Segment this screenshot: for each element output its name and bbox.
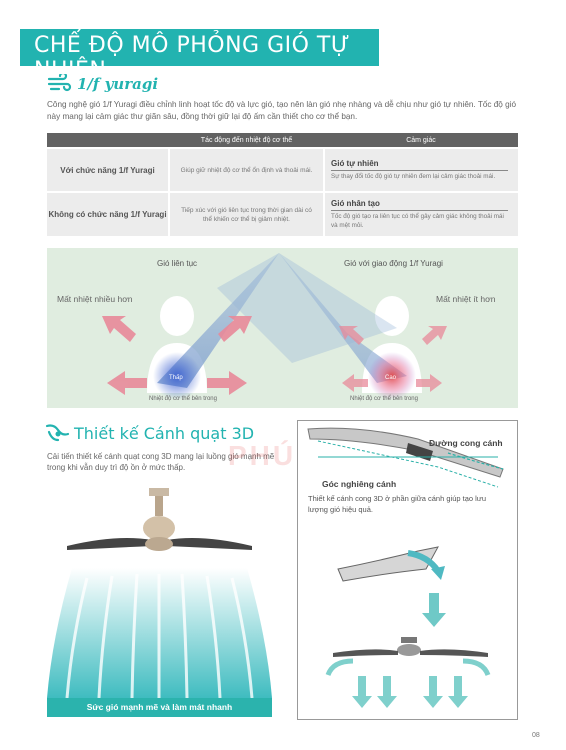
feel-desc: Tốc độ gió tạo ra liên tục có thể gây cả… (331, 213, 504, 229)
yuragi-header: 1/f yuragi (47, 73, 158, 95)
sim-right-loss: Mất nhiệt ít hơn (436, 294, 496, 304)
heat-loss-arrows-left (102, 316, 252, 395)
blade-description: Thiết kế cánh cong 3D ở phần giữa cánh g… (308, 494, 486, 514)
sim-left-temp: Thấp (169, 375, 183, 381)
feel-desc: Sự thay đổi tốc độ gió tự nhiên đem lại … (331, 172, 496, 180)
page-title: CHẾ ĐỘ MÔ PHỎNG GIÓ TỰ NHIÊN (34, 33, 351, 83)
blade-detail-box: Đường cong cánh Góc nghiêng cánh (297, 420, 518, 720)
sim-left-caption: Nhiệt độ cơ thể bên trong (149, 396, 217, 402)
feel-title: Gió nhân tạo (331, 199, 508, 211)
fan3d-header: Thiết kế Cánh quạt 3D (44, 422, 254, 444)
row-label: Không có chức năng 1/f Yuragi (47, 191, 169, 236)
fan3d-description: Cải tiến thiết kế cánh quạt cong 3D mang… (47, 452, 275, 472)
row-label: Với chức năng 1/f Yuragi (47, 147, 169, 192)
table-header-feel: Cảm giác (324, 133, 518, 148)
section-title-bar: CHẾ ĐỘ MÔ PHỎNG GIÓ TỰ NHIÊN (20, 29, 379, 83)
wind-icon (47, 74, 72, 92)
table-header-empty (47, 133, 169, 148)
heat-loss-arrows-right (339, 326, 447, 392)
row-feel: Gió tự nhiên Sự thay đổi tốc độ gió tự n… (323, 147, 518, 192)
intro-paragraph: Công nghệ gió 1/f Yuragi điều chỉnh linh… (47, 100, 517, 121)
sim-left-title: Gió liên tục (157, 259, 198, 268)
simulation-illustration (102, 253, 447, 400)
row-effect: Giúp giữ nhiệt độ cơ thể ổn định và thoả… (168, 147, 324, 192)
sim-right-temp: Cao (385, 375, 397, 381)
table-header-effect: Tác động đến nhiệt độ cơ thể (169, 133, 324, 148)
table-row: Không có chức năng 1/f Yuragi Tiếp xúc v… (47, 191, 518, 236)
fan-airflow-illustration (47, 488, 272, 698)
fan-blade-icon (45, 424, 70, 442)
airflow-caption-bar: Sức gió mạnh mẽ và làm mát nhanh (47, 698, 272, 717)
page-number: 08 (532, 732, 540, 739)
angle-label: Góc nghiêng cánh (322, 479, 397, 489)
feel-title: Gió tự nhiên (331, 159, 508, 171)
sim-left-loss: Mất nhiệt nhiều hơn (57, 294, 133, 304)
row-feel: Gió nhân tạo Tốc độ gió tạo ra liên tục … (323, 191, 518, 236)
sim-right-title: Gió với giao động 1/f Yuragi (344, 259, 443, 268)
wind-simulation-panel: Gió liên tục Gió với giao động 1/f Yurag… (47, 248, 518, 408)
curve-label: Đường cong cánh (429, 438, 503, 448)
comparison-table: Tác động đến nhiệt độ cơ thể Cảm giác Vớ… (47, 133, 518, 236)
sim-right-caption: Nhiệt độ cơ thể bên trong (350, 396, 418, 402)
row-effect: Tiếp xúc với gió liên tục trong thời gia… (168, 191, 324, 236)
yuragi-logo: 1/f yuragi (77, 75, 159, 93)
blade-diagram (307, 427, 504, 708)
table-row: Với chức năng 1/f Yuragi Giúp giữ nhiệt … (47, 147, 518, 192)
table-header-row: Tác động đến nhiệt độ cơ thể Cảm giác (47, 133, 518, 148)
fan3d-title: Thiết kế Cánh quạt 3D (74, 423, 255, 443)
